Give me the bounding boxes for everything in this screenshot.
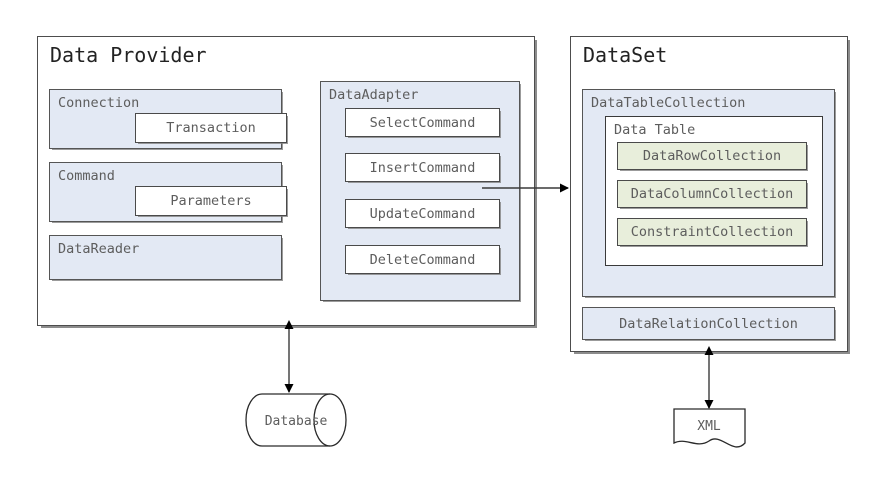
datacolumncollection-box[interactable]: DataColumnCollection [617,180,807,208]
datarowcollection-label: DataRowCollection [642,148,782,164]
dataadapter-label: DataAdapter [329,87,419,103]
datatablecollection-label: DataTableCollection [591,95,746,111]
datarelationcollection-panel[interactable]: DataRelationCollection [582,307,835,340]
datatablecollection-panel[interactable]: DataTableCollection Data Table DataRowCo… [582,89,835,297]
database-shape[interactable]: Database [245,393,347,447]
xml-shape[interactable]: XML [673,408,746,448]
datareader-label: DataReader [58,241,140,257]
update-command-label: UpdateCommand [369,205,476,222]
update-command-box[interactable]: UpdateCommand [345,199,500,228]
datatable-box[interactable]: Data Table DataRowCollection DataColumnC… [605,116,823,266]
datacolumncollection-label: DataColumnCollection [630,186,794,202]
delete-command-box[interactable]: DeleteCommand [345,245,500,274]
datarowcollection-box[interactable]: DataRowCollection [617,142,807,170]
dataset-title: DataSet [583,43,668,67]
parameters-label: Parameters [170,193,252,209]
insert-command-box[interactable]: InsertCommand [345,153,500,182]
command-panel[interactable]: Command Parameters [49,162,287,222]
datarelationcollection-label: DataRelationCollection [619,316,798,332]
data-provider-title: Data Provider [50,43,207,67]
transaction-box[interactable]: Transaction [135,113,287,143]
dataset-container: DataSet DataTableCollection Data Table D… [570,36,848,352]
command-label: Command [58,168,115,184]
datatable-label: Data Table [614,122,696,138]
select-command-label: SelectCommand [369,114,476,131]
select-command-box[interactable]: SelectCommand [345,108,500,137]
data-provider-container: Data Provider Connection Transaction Com… [37,36,535,326]
parameters-box[interactable]: Parameters [135,186,287,216]
delete-command-label: DeleteCommand [369,251,476,268]
transaction-label: Transaction [166,120,256,136]
constraintcollection-box[interactable]: ConstraintCollection [617,218,807,246]
insert-command-label: InsertCommand [369,159,476,176]
xml-label: XML [697,419,721,434]
constraintcollection-label: ConstraintCollection [630,224,794,240]
datareader-panel[interactable]: DataReader [49,235,282,280]
dataadapter-panel[interactable]: DataAdapter SelectCommand InsertCommand … [320,81,520,301]
database-label: Database [265,414,328,429]
connection-label: Connection [58,95,140,111]
connection-panel[interactable]: Connection Transaction [49,89,287,149]
